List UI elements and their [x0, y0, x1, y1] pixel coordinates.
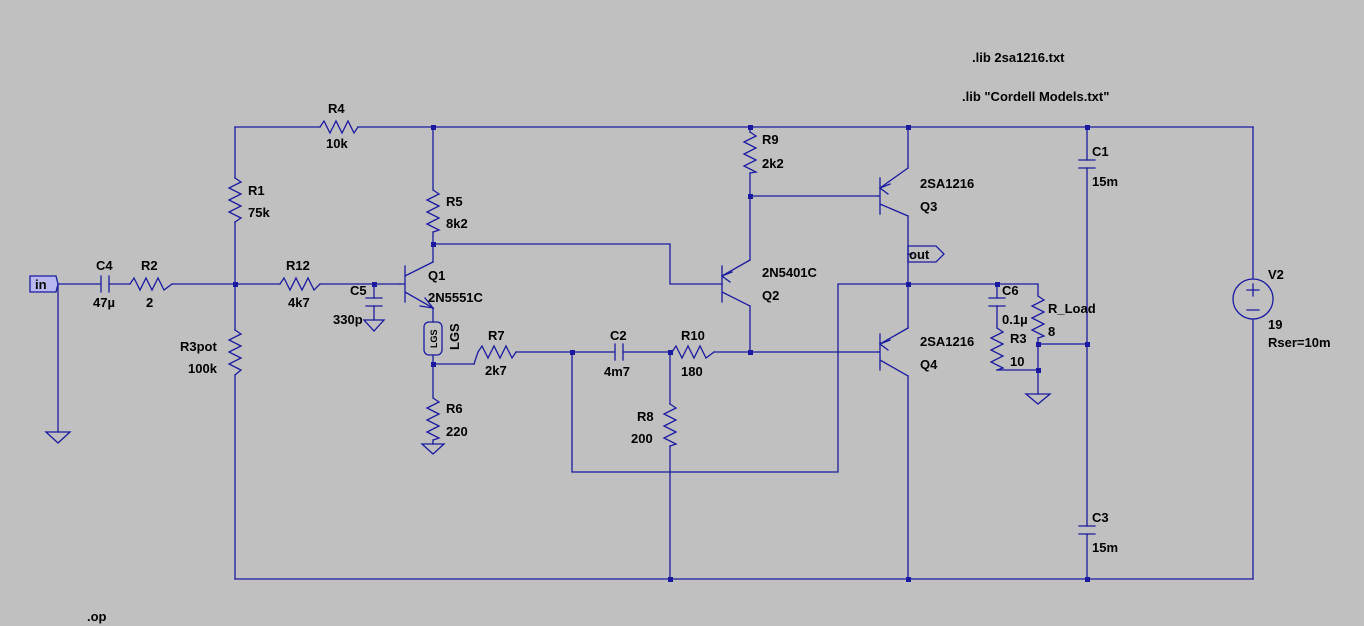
- c3-name: C3: [1092, 510, 1109, 525]
- capacitor-c2[interactable]: C2 4m7: [604, 328, 630, 379]
- ground-symbols: [44, 319, 1052, 455]
- r4-name: R4: [328, 101, 345, 116]
- r10-name: R10: [681, 328, 705, 343]
- transistor-q4[interactable]: 2SA1216 Q4: [877, 327, 974, 377]
- capacitor-c1[interactable]: C1 15m: [1078, 144, 1118, 189]
- c2-value: 4m7: [604, 364, 630, 379]
- r2-name: R2: [141, 258, 158, 273]
- r5-name: R5: [446, 194, 463, 209]
- q3-model: 2SA1216: [920, 176, 974, 191]
- junction-dots: [233, 125, 1090, 582]
- c6-value: 0.1µ: [1002, 312, 1028, 327]
- resistor-r-load[interactable]: R_Load 8: [1030, 295, 1096, 339]
- capacitor-c6[interactable]: C6 0.1µ: [988, 283, 1028, 327]
- port-out[interactable]: out: [907, 245, 945, 263]
- r12-value: 4k7: [288, 295, 310, 310]
- c5-value: 330p: [333, 312, 363, 327]
- r-load-name: R_Load: [1048, 301, 1096, 316]
- q2-name: Q2: [762, 288, 779, 303]
- resistor-r1[interactable]: R1 75k: [227, 177, 270, 223]
- transistor-q3[interactable]: 2SA1216 Q3: [877, 167, 974, 217]
- resistor-r3[interactable]: R3 10: [989, 327, 1027, 371]
- resistor-r10[interactable]: R10 180: [671, 328, 715, 379]
- c2-name: C2: [610, 328, 627, 343]
- r6-value: 220: [446, 424, 468, 439]
- voltage-source-v2[interactable]: V2 19 Rser=10m: [1232, 267, 1331, 350]
- r5-value: 8k2: [446, 216, 468, 231]
- c6-name: C6: [1002, 283, 1019, 298]
- resistor-r4[interactable]: R4 10k: [319, 101, 359, 151]
- port-in[interactable]: in: [29, 275, 59, 293]
- r7-name: R7: [488, 328, 505, 343]
- v2-name: V2: [1268, 267, 1284, 282]
- q1-model: 2N5551C: [428, 290, 484, 305]
- r1-value: 75k: [248, 205, 270, 220]
- resistor-r6[interactable]: R6 220: [425, 397, 468, 441]
- lgs-name: LGS: [447, 323, 462, 350]
- c4-value: 47µ: [93, 295, 115, 310]
- resistor-r7[interactable]: R7 2k7: [473, 328, 517, 378]
- q4-name: Q4: [920, 357, 938, 372]
- r6-name: R6: [446, 401, 463, 416]
- transistor-q1[interactable]: Q1 2N5551C: [399, 261, 484, 309]
- directive-lib-cordell[interactable]: .lib "Cordell Models.txt": [962, 89, 1109, 104]
- r8-value: 200: [631, 431, 653, 446]
- capacitor-c3[interactable]: C3 15m: [1078, 510, 1118, 555]
- r3-name: R3: [1010, 331, 1027, 346]
- port-in-label: in: [35, 277, 47, 292]
- c3-value: 15m: [1092, 540, 1118, 555]
- r4-value: 10k: [326, 136, 348, 151]
- capacitor-c4[interactable]: C4 47µ: [93, 258, 115, 310]
- r3-value: 10: [1010, 354, 1024, 369]
- q1-name: Q1: [428, 268, 445, 283]
- port-out-label: out: [909, 247, 930, 262]
- resistor-r5[interactable]: R5 8k2: [425, 189, 468, 233]
- r10-value: 180: [681, 364, 703, 379]
- wires: [57, 126, 1254, 580]
- q3-name: Q3: [920, 199, 937, 214]
- q2-model: 2N5401C: [762, 265, 818, 280]
- led-lgs[interactable]: LGS LGS: [423, 321, 462, 356]
- r9-name: R9: [762, 132, 779, 147]
- c1-value: 15m: [1092, 174, 1118, 189]
- resistor-r2[interactable]: R2 2: [129, 258, 173, 310]
- transistor-q2[interactable]: 2N5401C Q2: [720, 259, 818, 307]
- c4-name: C4: [96, 258, 113, 273]
- r2-value: 2: [146, 295, 153, 310]
- r-load-value: 8: [1048, 324, 1055, 339]
- v2-rser: Rser=10m: [1268, 335, 1331, 350]
- directive-lib-2sa1216[interactable]: .lib 2sa1216.txt: [972, 50, 1065, 65]
- r9-value: 2k2: [762, 156, 784, 171]
- c5-name: C5: [350, 283, 367, 298]
- directive-op[interactable]: .op: [87, 609, 107, 624]
- resistor-r9[interactable]: R9 2k2: [742, 131, 784, 174]
- capacitor-c5[interactable]: C5 330p: [333, 283, 383, 327]
- resistor-r8[interactable]: R8 200: [631, 403, 678, 447]
- v2-value: 19: [1268, 317, 1282, 332]
- r8-name: R8: [637, 409, 654, 424]
- r1-name: R1: [248, 183, 265, 198]
- q4-model: 2SA1216: [920, 334, 974, 349]
- svg-text:LGS: LGS: [429, 329, 439, 348]
- resistor-r12[interactable]: R12 4k7: [279, 258, 321, 310]
- r7-value: 2k7: [485, 363, 507, 378]
- resistor-r3pot[interactable]: R3pot 100k: [180, 329, 243, 376]
- r3pot-name: R3pot: [180, 339, 218, 354]
- c1-name: C1: [1092, 144, 1109, 159]
- r3pot-value: 100k: [188, 361, 218, 376]
- r12-name: R12: [286, 258, 310, 273]
